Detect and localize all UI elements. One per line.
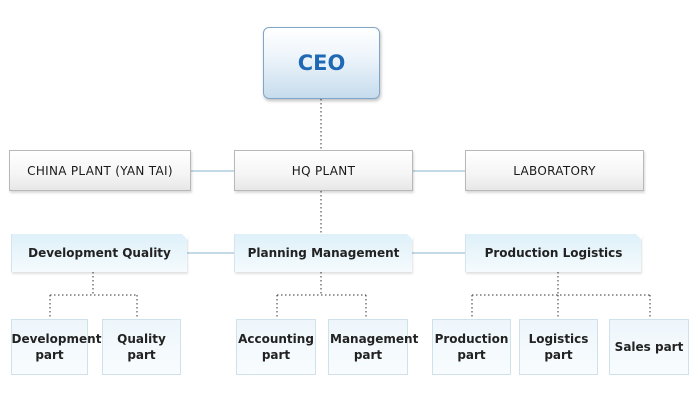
part-production-label: Production part [434, 332, 509, 362]
plant-china-label: CHINA PLANT (YAN TAI) [27, 163, 173, 178]
dept-planning-management-label: Planning Management [247, 246, 400, 260]
part-sales-label: Sales part [614, 340, 684, 354]
part-logistics: Logistics part [519, 319, 598, 375]
plant-laboratory-label: LABORATORY [513, 163, 596, 178]
part-logistics-label: Logistics part [528, 332, 589, 362]
part-development: Development part [11, 319, 102, 375]
ceo-node: CEO [263, 27, 380, 99]
tree-development-quality [49, 272, 138, 319]
part-quality: Quality part [102, 319, 181, 375]
part-quality-label: Quality part [117, 332, 166, 362]
part-management-label: Management part [330, 332, 419, 362]
dept-production-logistics-label: Production Logistics [484, 246, 623, 260]
plant-hq: HQ PLANT [234, 150, 413, 191]
dept-production-logistics: Production Logistics [465, 234, 642, 272]
tree-planning-management [276, 272, 367, 319]
plant-china: CHINA PLANT (YAN TAI) [9, 150, 191, 191]
part-sales: Sales part [609, 319, 689, 375]
ceo-label: CEO [297, 51, 346, 75]
plant-laboratory: LABORATORY [465, 150, 644, 191]
dept-planning-management: Planning Management [234, 234, 413, 272]
plant-hq-label: HQ PLANT [291, 163, 356, 178]
dept-development-quality: Development Quality [11, 234, 188, 272]
part-production: Production part [432, 319, 511, 375]
part-management: Management part [328, 319, 419, 375]
tree-production-logistics [471, 272, 651, 319]
part-development-label: Development part [11, 332, 102, 362]
part-accounting-label: Accounting part [238, 332, 314, 362]
part-accounting: Accounting part [236, 319, 316, 375]
dept-development-quality-label: Development Quality [28, 246, 171, 260]
